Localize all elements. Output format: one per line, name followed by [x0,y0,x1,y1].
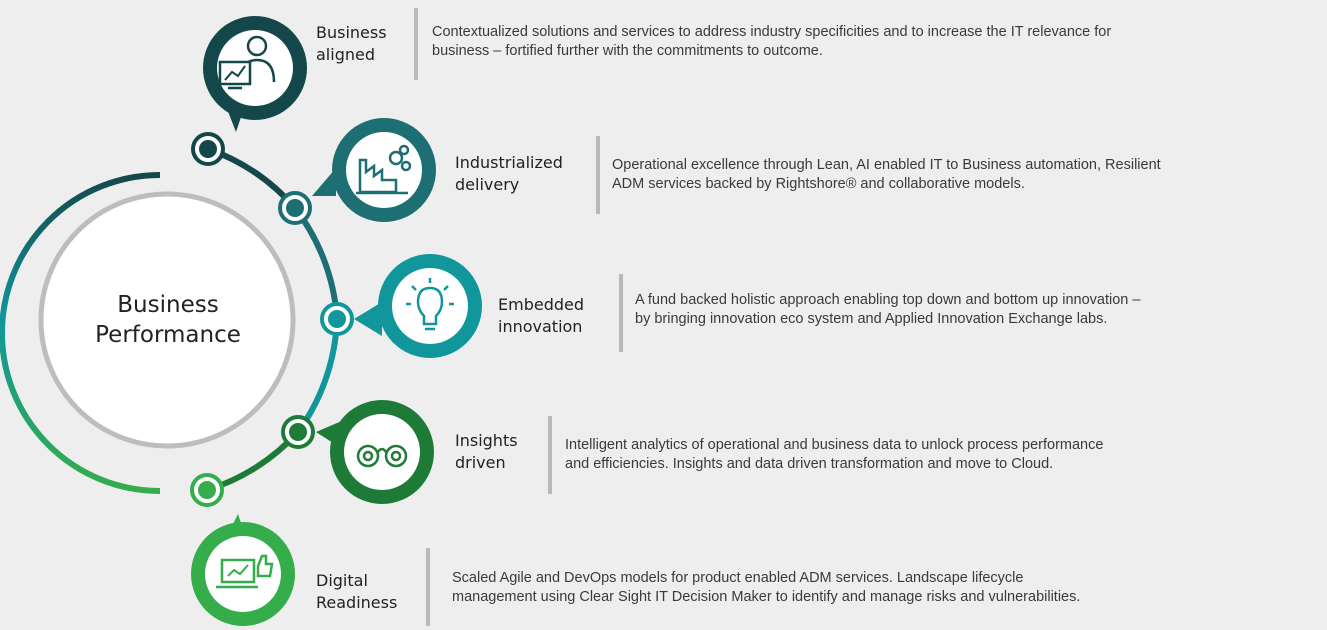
business-person-chart-icon [218,35,276,90]
center-title: Business Performance [58,290,278,350]
outer-left-arc [0,172,161,494]
divider-insights-driven [548,416,552,494]
desc-digital-readiness: Scaled Agile and DevOps models for produ… [452,570,1081,605]
center-title-line2: Performance [95,322,241,348]
pointer-industrialized-delivery [312,168,336,196]
center-circle [38,191,296,449]
divider-business-aligned [414,8,418,80]
factory-gears-icon [356,144,412,195]
binoculars-icon [356,444,408,468]
pointer-embedded-innovation [354,302,382,336]
laptop-thumbs-up-icon [216,554,274,589]
lightbulb-icon [406,278,454,331]
divider-embedded-innovation [619,274,623,352]
connector-arc-segment-3 [295,318,340,434]
desc-business-aligned: Contextualized solutions and services to… [432,24,1112,59]
desc-industrialized-delivery: Operational excellence through Lean, AI … [612,157,1161,192]
center-title-line1: Business [117,292,219,318]
divider-industrialized-delivery [596,136,600,214]
connector-arc-segment-2 [292,206,340,320]
divider-digital-readiness [426,548,430,626]
desc-embedded-innovation: A fund backed holistic approach enabling… [635,292,1141,327]
desc-insights-driven: Intelligent analytics of operational and… [565,437,1104,472]
